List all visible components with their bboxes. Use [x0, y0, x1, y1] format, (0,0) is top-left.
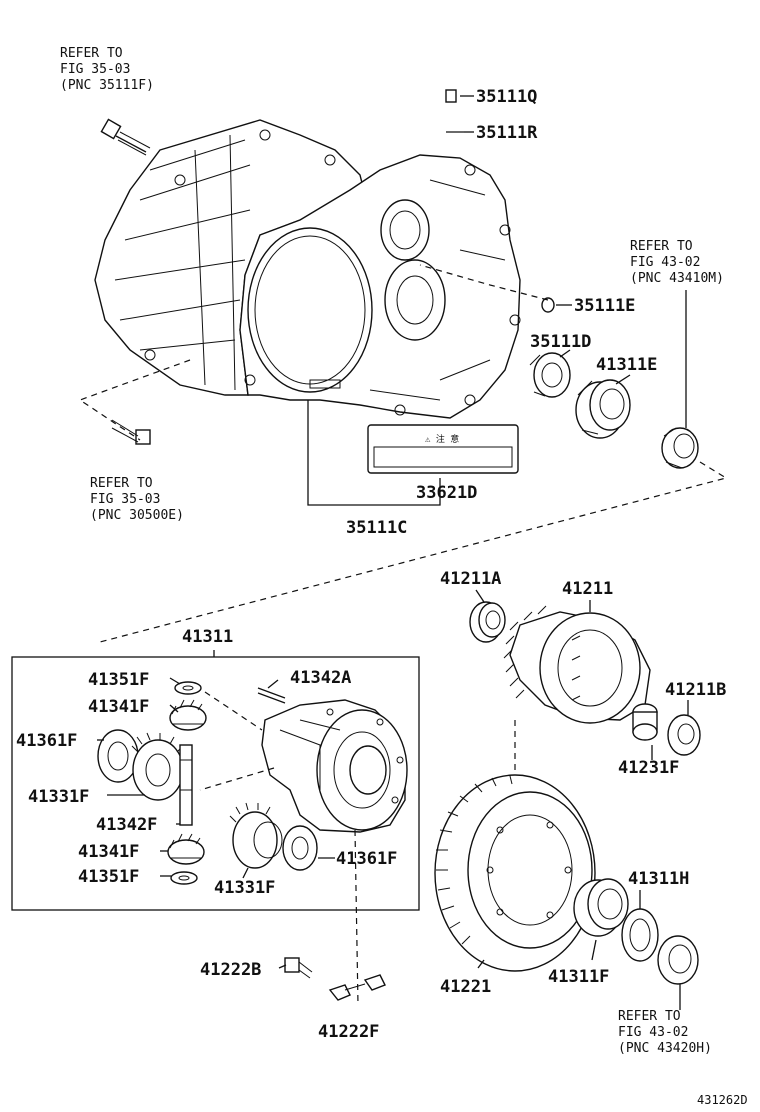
part-label-41222F: 41222F [318, 1022, 379, 1042]
part-label-41211A: 41211A [440, 569, 501, 589]
ref-text-line2: FIG 35-03 [60, 62, 130, 77]
plug-35111Q-icon [445, 89, 457, 103]
washer-41351F-top-icon [174, 681, 202, 695]
bearing-41211A-icon [469, 601, 506, 643]
side-gear-41331F-left-icon [131, 732, 184, 801]
part-label-41311H: 41311H [628, 869, 689, 889]
lock-plate-41222F-icon [328, 974, 386, 1001]
transaxle-case-drawing [94, 119, 521, 419]
pinion-gear-41341F-bottom-icon [167, 833, 205, 865]
bearing-41311F-icon [573, 878, 629, 937]
ref-43420H: REFER TO FIG 43-02 (PNC 43420H) [618, 1009, 712, 1056]
bearing-41231F-icon [632, 703, 658, 741]
bearing-41211B-icon [667, 714, 701, 756]
thrust-washer-41361F-left-icon [97, 729, 139, 783]
bolt-30500E-icon [111, 419, 151, 445]
part-label-33621D: 33621D [416, 483, 477, 503]
part-label-41311F: 41311F [548, 967, 609, 987]
differential-group-box [11, 656, 420, 911]
part-label-41311: 41311 [182, 627, 233, 647]
shaft-41342F-icon [179, 744, 193, 826]
part-label-41351F-bottom: 41351F [78, 867, 139, 887]
shim-41311H-icon [621, 908, 659, 962]
part-label-35111D: 35111D [530, 332, 591, 352]
part-label-35111E: 35111E [574, 296, 635, 316]
ref-text-line1: REFER TO [630, 239, 693, 254]
ref-text-line3: (PNC 35111F) [60, 78, 154, 93]
bolt-41222B-icon [284, 957, 313, 979]
ref-43410M: REFER TO FIG 43-02 (PNC 43410M) [630, 239, 724, 286]
part-label-41211B: 41211B [665, 680, 726, 700]
ref-text-line3: (PNC 43420H) [618, 1041, 712, 1056]
leader-lines-lower [97, 589, 689, 1010]
part-label-35111R: 35111R [476, 123, 538, 143]
part-label-41342F: 41342F [96, 815, 157, 835]
ring-35111E-icon [541, 297, 555, 313]
part-label-41361F-left: 41361F [16, 731, 77, 751]
seal-43420H-icon [657, 935, 699, 985]
ref-text-line2: FIG 43-02 [630, 255, 700, 270]
pinion-gear-41341F-top-icon [169, 699, 207, 731]
ring-gear-41221-icon [434, 774, 596, 972]
ref-35111F: REFER TO FIG 35-03 (PNC 35111F) [60, 46, 154, 93]
ref-30500E: REFER TO FIG 35-03 (PNC 30500E) [90, 476, 184, 523]
part-label-41231F: 41231F [618, 758, 679, 778]
drive-pinion-41211-icon [503, 605, 651, 724]
part-label-41351F-top: 41351F [88, 670, 149, 690]
ref-text-line2: FIG 35-03 [90, 492, 160, 507]
bolt-35111F-icon [100, 118, 151, 156]
seal-43410M-icon [661, 427, 699, 469]
ref-text-line3: (PNC 43410M) [630, 271, 724, 286]
leader-lines-upper [78, 95, 728, 643]
part-label-41331F-bottom: 41331F [214, 878, 275, 898]
ref-text-line1: REFER TO [90, 476, 153, 491]
part-label-41341F-top: 41341F [88, 697, 149, 717]
differential-case-icon [261, 699, 408, 833]
part-label-41311E: 41311E [596, 355, 657, 375]
ref-text-line1: REFER TO [60, 46, 123, 61]
ref-text-line3: (PNC 30500E) [90, 508, 184, 523]
side-gear-41331F-bottom-icon [229, 802, 283, 869]
part-label-41342A: 41342A [290, 668, 351, 688]
part-label-41331F-left: 41331F [28, 787, 89, 807]
part-label-41222B: 41222B [200, 960, 261, 980]
ref-text-line1: REFER TO [618, 1009, 681, 1024]
washer-41351F-bottom-icon [170, 871, 198, 885]
part-label-35111C: 35111C [346, 518, 407, 538]
thrust-washer-41361F-right-icon [282, 825, 318, 871]
bearing-race-41311E-icon [575, 379, 631, 439]
part-label-41341F-bottom: 41341F [78, 842, 139, 862]
pin-41342A-icon [257, 687, 286, 704]
caution-label-text: ⚠ 注 意 [425, 433, 459, 445]
seal-35111D-icon [529, 352, 571, 398]
diagram-code: 431262D [697, 1093, 748, 1107]
part-label-41211: 41211 [562, 579, 613, 599]
caution-label-sticker: ⚠ 注 意 [367, 424, 519, 474]
part-label-41221: 41221 [440, 977, 491, 997]
part-label-41361F-right: 41361F [336, 849, 397, 869]
part-label-35111Q: 35111Q [476, 87, 537, 107]
ref-text-line2: FIG 43-02 [618, 1025, 688, 1040]
